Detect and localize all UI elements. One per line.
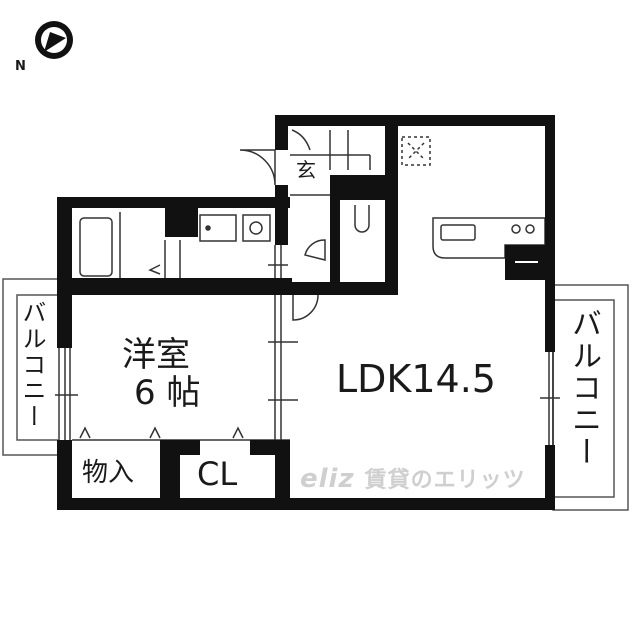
storage-label: 物入: [82, 458, 135, 488]
watermark-text: 賃貸のエリッツ: [364, 468, 526, 493]
western-room-name: 洋室: [122, 335, 190, 375]
closet-label: CL: [197, 455, 238, 493]
balcony-left-label: バルコニー: [18, 300, 46, 430]
ldk-label: LDK14.5: [336, 357, 496, 401]
western-room-size: 6 帖: [134, 373, 201, 413]
compass-north-label: N: [15, 59, 26, 74]
entrance-label: 玄: [296, 158, 316, 182]
watermark-logo: eliz: [300, 464, 355, 494]
north-arrow-icon: [35, 21, 73, 59]
balcony-left: [2, 278, 60, 456]
watermark: eliz 賃貸のエリッツ: [300, 462, 526, 494]
walls: [57, 115, 555, 510]
balcony-right-label: バルコニー: [566, 308, 601, 468]
